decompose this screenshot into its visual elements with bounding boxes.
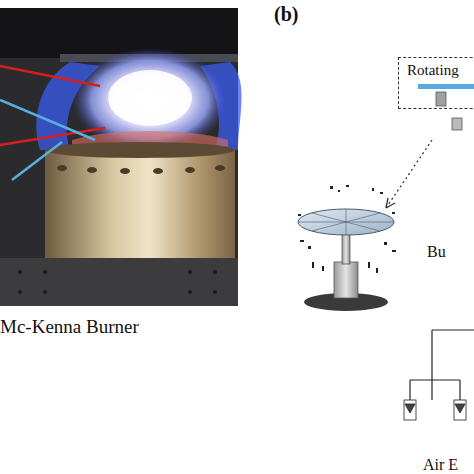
particles (298, 185, 396, 273)
disk (298, 209, 394, 235)
shaft-symbol (436, 92, 446, 106)
burner-photo (0, 8, 242, 306)
probe-wire (0, 100, 95, 140)
box-title: Rotating (407, 62, 459, 79)
panel-letter: (b) (274, 3, 298, 26)
burner-body (45, 150, 235, 260)
pointer-head (386, 198, 395, 208)
part-label: Mc-Kenna Burner (0, 316, 139, 338)
part-label: Bu (427, 243, 446, 261)
rotating-disk-side (418, 84, 474, 89)
pointer-line (386, 140, 432, 208)
motor-block (334, 262, 358, 298)
valve-symbols (404, 400, 466, 420)
rotating-disk (298, 185, 396, 311)
small-block (452, 118, 462, 130)
dashed-box: Rotating (398, 57, 474, 109)
supply-lines (410, 330, 474, 400)
base-holes (18, 270, 217, 294)
thermocouple-wire (0, 66, 100, 86)
burner-holes (57, 165, 225, 174)
probe-wire (12, 142, 62, 180)
burner-top (45, 142, 235, 158)
top-plate (0, 8, 238, 58)
disk-spokes (298, 209, 394, 235)
flame-glow (72, 48, 228, 152)
part-label: Air E (423, 456, 458, 474)
flame-core (108, 70, 192, 126)
photo-background (0, 8, 238, 306)
base-plate (0, 258, 238, 306)
